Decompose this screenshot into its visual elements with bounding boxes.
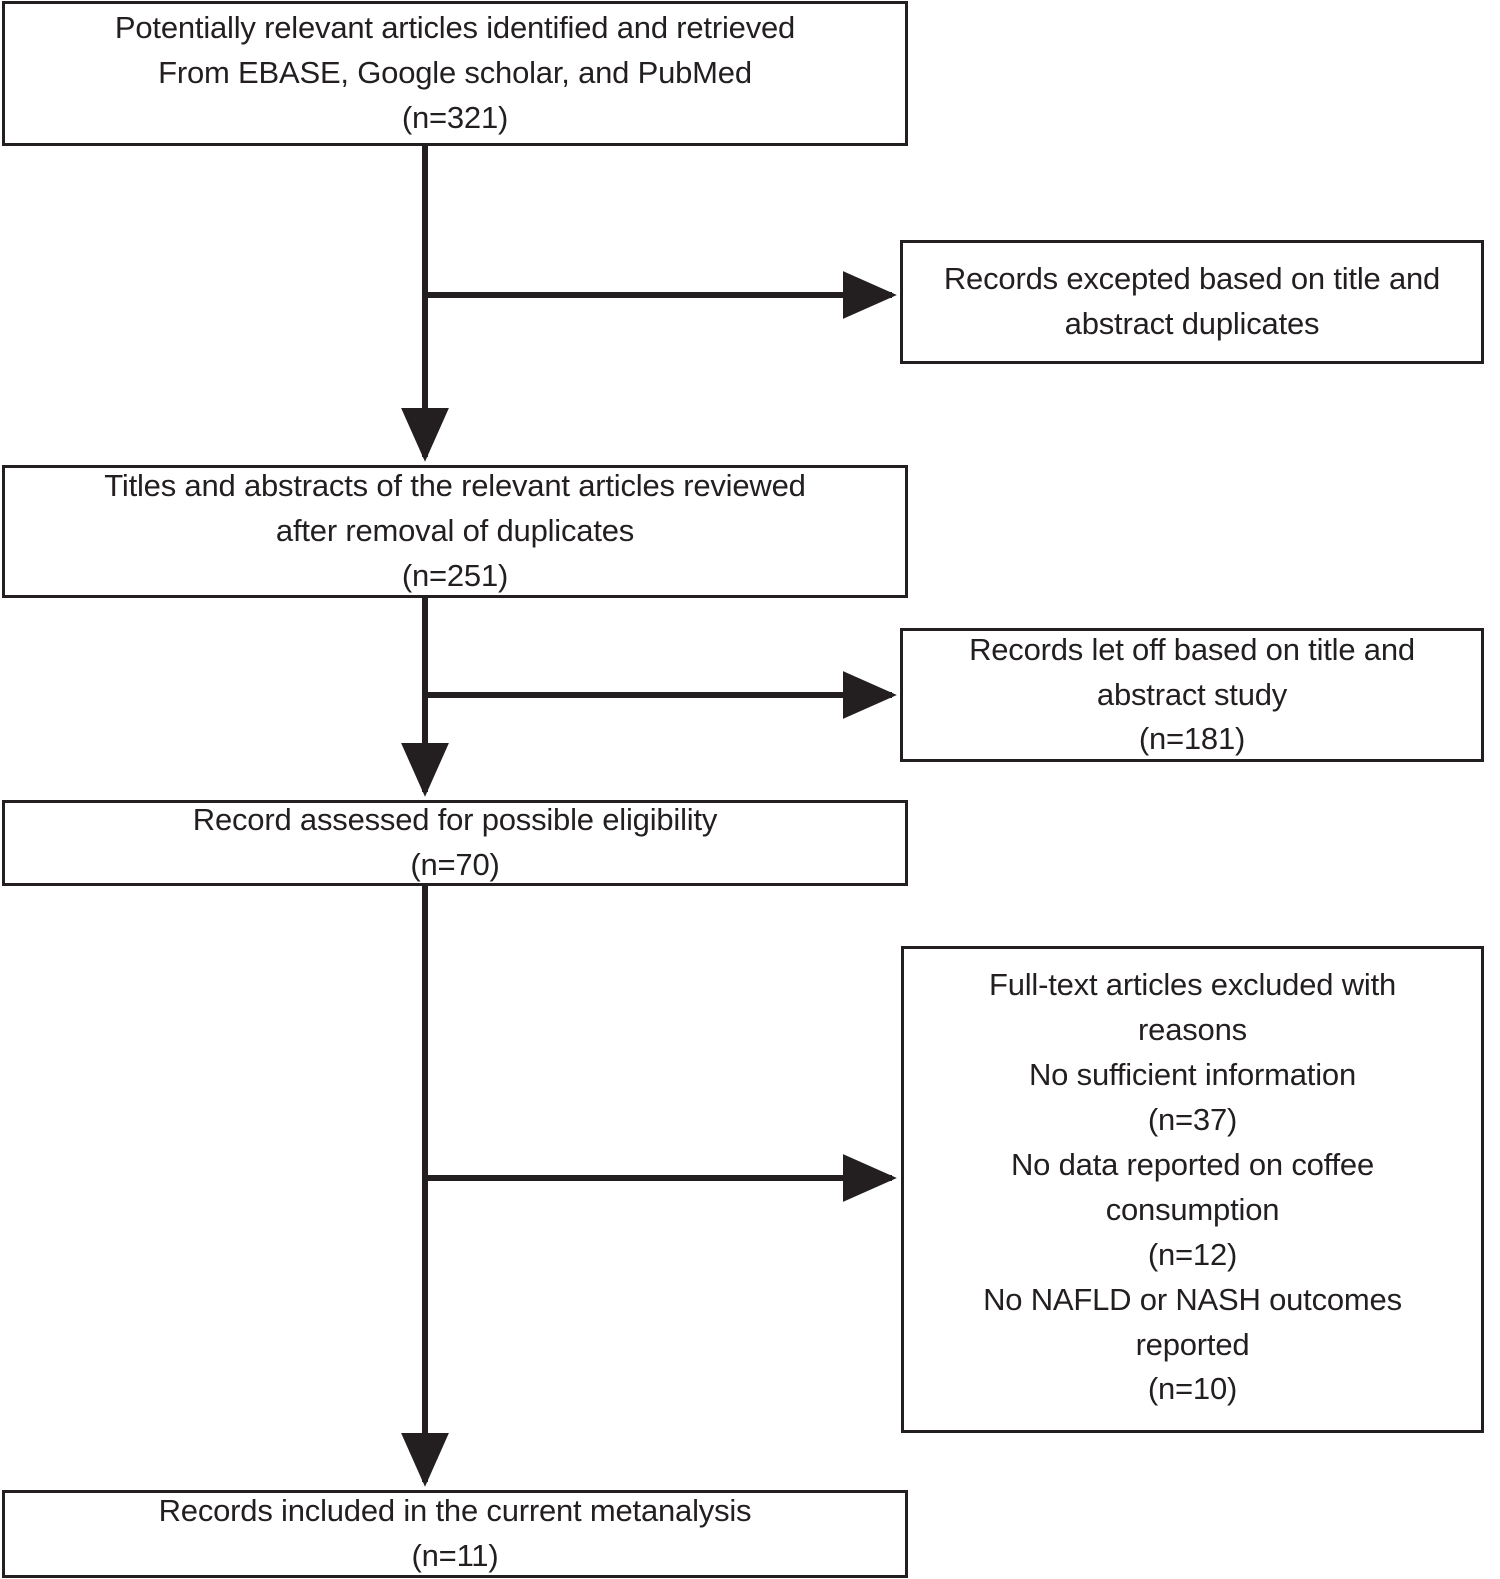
node-identification-count: (n=321) [401,99,509,135]
node-included-line-1: Records included in the current metanaly… [158,1493,752,1529]
node-excluded-title-abstract-line-1: Records let off based on title and [969,631,1415,667]
node-eligibility-line-1: Record assessed for possible eligibility [192,802,718,838]
node-excluded-duplicates: Records excepted based on title and abst… [900,240,1484,364]
node-excluded-duplicates-line-2: abstract duplicates [1064,306,1320,341]
node-identification-line-1: Potentially relevant articles identified… [114,10,796,46]
node-screening-line-2: after removal of duplicates [275,513,635,549]
node-screening-line-1: Titles and abstracts of the relevant art… [104,468,806,504]
node-screening: Titles and abstracts of the relevant art… [2,465,908,598]
node-excluded-fulltext-line-2: reasons [1138,1011,1247,1047]
node-excluded-fulltext-line-1: Full-text articles excluded with [988,967,1397,1002]
node-eligibility-count: (n=70) [410,847,500,882]
node-excluded-fulltext-reason-2: No data reported on coffee [1010,1146,1375,1182]
node-excluded-fulltext-reason-3: No NAFLD or NASH outcomes [983,1281,1402,1317]
node-excluded-fulltext-reason-2-cont: consumption [1105,1191,1280,1227]
node-excluded-title-abstract-count: (n=181) [1138,721,1246,757]
node-excluded-title-abstract: Records let off based on title and abstr… [900,628,1484,762]
node-excluded-fulltext-reason-1: No sufficient information [1029,1056,1356,1092]
node-excluded-title-abstract-line-2: abstract study [1096,676,1288,712]
node-excluded-fulltext-reason-2-count: (n=12) [1147,1236,1238,1272]
node-identification-line-2: From EBASE, Google scholar, and PubMed [158,55,752,91]
node-excluded-duplicates-line-1: Records excepted based on title and [943,261,1441,297]
node-included-count: (n=11) [411,1538,499,1573]
node-excluded-fulltext-reason-3-cont: reported [1135,1326,1250,1362]
node-excluded-fulltext-reason-3-count: (n=10) [1147,1371,1238,1407]
node-screening-count: (n=251) [401,557,509,593]
node-included: Records included in the current metanaly… [2,1490,908,1578]
node-eligibility: Record assessed for possible eligibility… [2,800,908,886]
node-identification: Potentially relevant articles identified… [2,1,908,146]
node-excluded-fulltext: Full-text articles excluded with reasons… [901,946,1484,1433]
node-excluded-fulltext-reason-1-count: (n=37) [1147,1101,1238,1137]
